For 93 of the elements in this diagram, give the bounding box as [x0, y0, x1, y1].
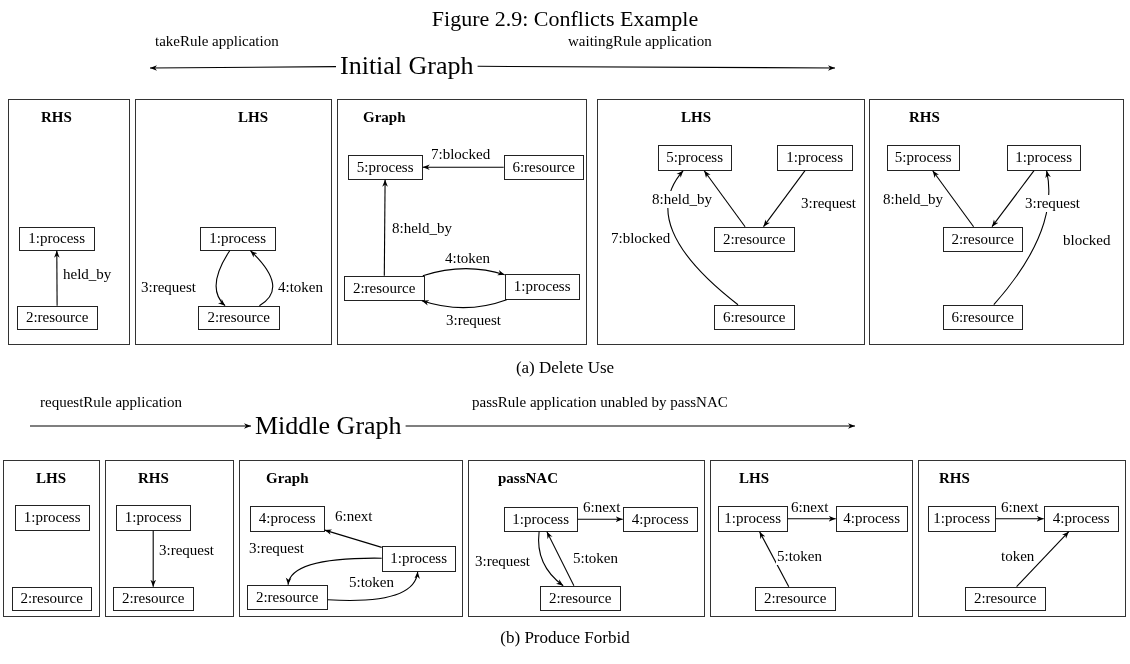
graph-node-box: 1:process [504, 273, 580, 300]
arrow [286, 557, 383, 586]
edge-label: 3:request [474, 553, 531, 570]
arrow [324, 529, 383, 548]
graph-node-box: 5:process [886, 144, 960, 171]
graph-node-box: 2:resource [16, 305, 98, 330]
graph-node-box: 6:resource [942, 304, 1023, 330]
graph-node-box: 6:resource [503, 154, 584, 180]
panel-heading: LHS [238, 109, 268, 126]
arrow [667, 170, 739, 306]
edge-label: 3:request [445, 312, 502, 329]
graph-node-box: 1:process [18, 226, 95, 251]
graph-node-box: 1:process [14, 504, 90, 531]
graph-node-box: 6:resource [713, 304, 795, 330]
graph-node-box: 4:process [622, 506, 698, 532]
arrow [249, 250, 274, 307]
subfigure-caption: (a) Delete Use [515, 358, 615, 378]
arrow [538, 531, 564, 587]
arrow [762, 170, 806, 228]
panel-heading: RHS [909, 109, 940, 126]
graph-node-box: 2:resource [197, 305, 280, 330]
graph-node-box: 2:resource [964, 586, 1046, 611]
graph-panel [3, 460, 100, 617]
panel-heading: passNAC [498, 470, 558, 487]
graph-node-box: 1:process [199, 226, 276, 251]
arrow [577, 516, 624, 522]
graph-node-box: 1:process [1006, 144, 1081, 171]
graph-node-box: 2:resource [713, 226, 795, 252]
graph-node-box: 2:resource [246, 584, 328, 610]
graph-name: Middle Graph [255, 413, 402, 439]
graph-node-box: 1:process [927, 505, 996, 532]
subfigure-caption: (b) Produce Forbid [500, 628, 630, 648]
graph-node-box: 2:resource [343, 275, 425, 301]
panel-heading: RHS [138, 470, 169, 487]
arrow [382, 179, 388, 277]
edge-label: 5:token [776, 548, 823, 565]
edge-label: held_by [62, 266, 113, 283]
arrow [932, 170, 975, 228]
graph-node-box: 2:resource [942, 226, 1023, 252]
panel-heading: RHS [939, 470, 970, 487]
arrow [150, 530, 156, 588]
edge-label: 3:request [800, 195, 857, 212]
edge-label: 3:request [158, 542, 215, 559]
edge-label: 8:held_by [391, 220, 453, 237]
panel-heading: RHS [41, 109, 72, 126]
graph-node-box: 2:resource [11, 586, 92, 611]
graph-node-box: 1:process [503, 506, 578, 532]
arrow [54, 250, 60, 307]
graph-node-box: 2:resource [754, 586, 836, 611]
edge-label: requestRule application [40, 394, 183, 411]
graph-node-box: 5:process [657, 144, 732, 171]
arrow [327, 571, 420, 601]
edge-label: waitingRule application [568, 33, 712, 50]
edge-label: 3:request [140, 279, 197, 296]
panel-heading: LHS [739, 470, 769, 487]
graph-node-box: 5:process [347, 154, 423, 180]
edge-label: takeRule application [155, 33, 279, 50]
arrow [405, 423, 856, 429]
graph-node-box: 1:process [776, 144, 853, 171]
arrow [1016, 531, 1070, 588]
panel-heading: Graph [363, 109, 406, 126]
panel-heading: LHS [36, 470, 66, 487]
arrow [546, 531, 575, 587]
edge-label: 8:held_by [651, 191, 713, 208]
graph-node-box: 4:process [835, 505, 908, 532]
arrow [787, 515, 837, 522]
arrow [477, 65, 836, 71]
graph-node-box: 1:process [717, 505, 788, 532]
graph-node-box: 2:resource [539, 585, 621, 611]
graph-node-box: 4:process [249, 505, 325, 532]
panel-heading: Graph [266, 470, 309, 487]
arrow [422, 164, 505, 170]
graph-node-box: 1:process [115, 504, 191, 531]
edge-label: 3:request [1024, 195, 1081, 212]
arrow [422, 268, 506, 277]
arrow [215, 250, 231, 307]
arrow [421, 299, 508, 309]
graph-node-box: 2:resource [112, 586, 194, 611]
arrow [995, 515, 1045, 522]
arrow [991, 170, 1035, 228]
arrow [703, 170, 746, 228]
arrow [993, 170, 1051, 306]
edge-label: passRule application unabled by passNAC [472, 394, 728, 411]
graph-name: Initial Graph [340, 53, 474, 79]
edge-label: 8:held_by [882, 191, 944, 208]
figure-title: Figure 2.9: Conflicts Example [431, 6, 699, 32]
graph-node-box: 1:process [381, 545, 456, 572]
edge-label: 3:request [248, 540, 305, 557]
panel-heading: LHS [681, 109, 711, 126]
arrow [759, 531, 790, 588]
arrow [149, 65, 337, 71]
arrow [29, 423, 252, 429]
graph-node-box: 4:process [1043, 505, 1119, 532]
